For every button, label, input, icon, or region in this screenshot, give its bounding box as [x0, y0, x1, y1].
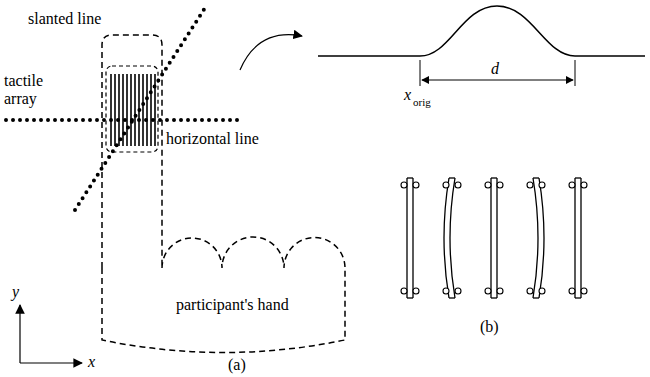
panel-label: (a) [228, 356, 246, 374]
subscript-label: orig [413, 96, 431, 108]
horizontal-dotted-line [6, 118, 240, 122]
beam-side [444, 178, 449, 298]
beam-end [491, 297, 497, 298]
beam-side [496, 178, 497, 298]
beam-clamp [485, 182, 491, 188]
y-axis [19, 305, 20, 363]
beam-clamp [443, 182, 449, 188]
tactile-pin [110, 74, 112, 146]
axis-label: x [88, 353, 95, 371]
beam-side [450, 178, 455, 298]
tactile-pins [111, 74, 155, 146]
beam-clamp [569, 182, 575, 188]
line-label: horizontal line [166, 130, 259, 148]
beam-clamp [539, 182, 545, 188]
beam-side [539, 178, 544, 298]
tactile-pin [150, 74, 152, 146]
beam-clamp [527, 182, 533, 188]
panel-label: (b) [480, 318, 499, 336]
tactile-pin [142, 74, 144, 146]
dimension-tick [420, 60, 421, 86]
beam-clamp [569, 288, 575, 294]
beam-side [574, 178, 575, 298]
dimension-label: d [491, 60, 499, 78]
beam-side [490, 178, 491, 298]
x-axis [20, 362, 82, 363]
beam-clamp [413, 182, 419, 188]
line-label: slanted line [28, 10, 101, 28]
part-label: tactile array [4, 72, 68, 107]
beam-end [575, 297, 581, 298]
beam-clamp [413, 288, 419, 294]
slanted-dotted-line [75, 8, 205, 210]
tactile-pin [118, 74, 120, 146]
beam-clamp [539, 288, 545, 294]
hand-outline [102, 35, 345, 353]
beam-clamp [485, 288, 491, 294]
beam-side [580, 178, 581, 298]
beam-side [533, 178, 538, 298]
beam-clamp [455, 288, 461, 294]
beam-side [406, 178, 407, 298]
beam-clamp [497, 288, 503, 294]
beam-side [412, 178, 413, 298]
beam-end [407, 177, 413, 178]
beam-clamp [527, 288, 533, 294]
tactile-pin [146, 74, 148, 146]
beam-clamp [401, 288, 407, 294]
beam-end [449, 177, 455, 178]
beam-clamp [455, 182, 461, 188]
position-label: x [404, 86, 411, 104]
beam-end [491, 177, 497, 178]
beam-row [401, 178, 587, 298]
beam-clamp [581, 182, 587, 188]
beam-clamp [497, 182, 503, 188]
beam-clamp [581, 288, 587, 294]
tactile-array-outline [106, 66, 158, 152]
beam-clamp [401, 182, 407, 188]
tactile-pin [126, 74, 128, 146]
part-label: participant's hand [176, 296, 289, 314]
beam-end [533, 177, 539, 178]
bump-profile [318, 6, 645, 56]
tactile-pin [130, 74, 132, 146]
beam-end [575, 177, 581, 178]
tactile-pin [114, 74, 116, 146]
tactile-pin [134, 74, 136, 146]
beam-end [533, 297, 539, 298]
beam-clamp [443, 288, 449, 294]
axis-label: y [12, 283, 19, 301]
dimension-line [422, 80, 573, 81]
dimension-tick [575, 60, 576, 86]
beam-end [449, 297, 455, 298]
curved-arrow [240, 35, 302, 70]
beam-end [407, 297, 413, 298]
